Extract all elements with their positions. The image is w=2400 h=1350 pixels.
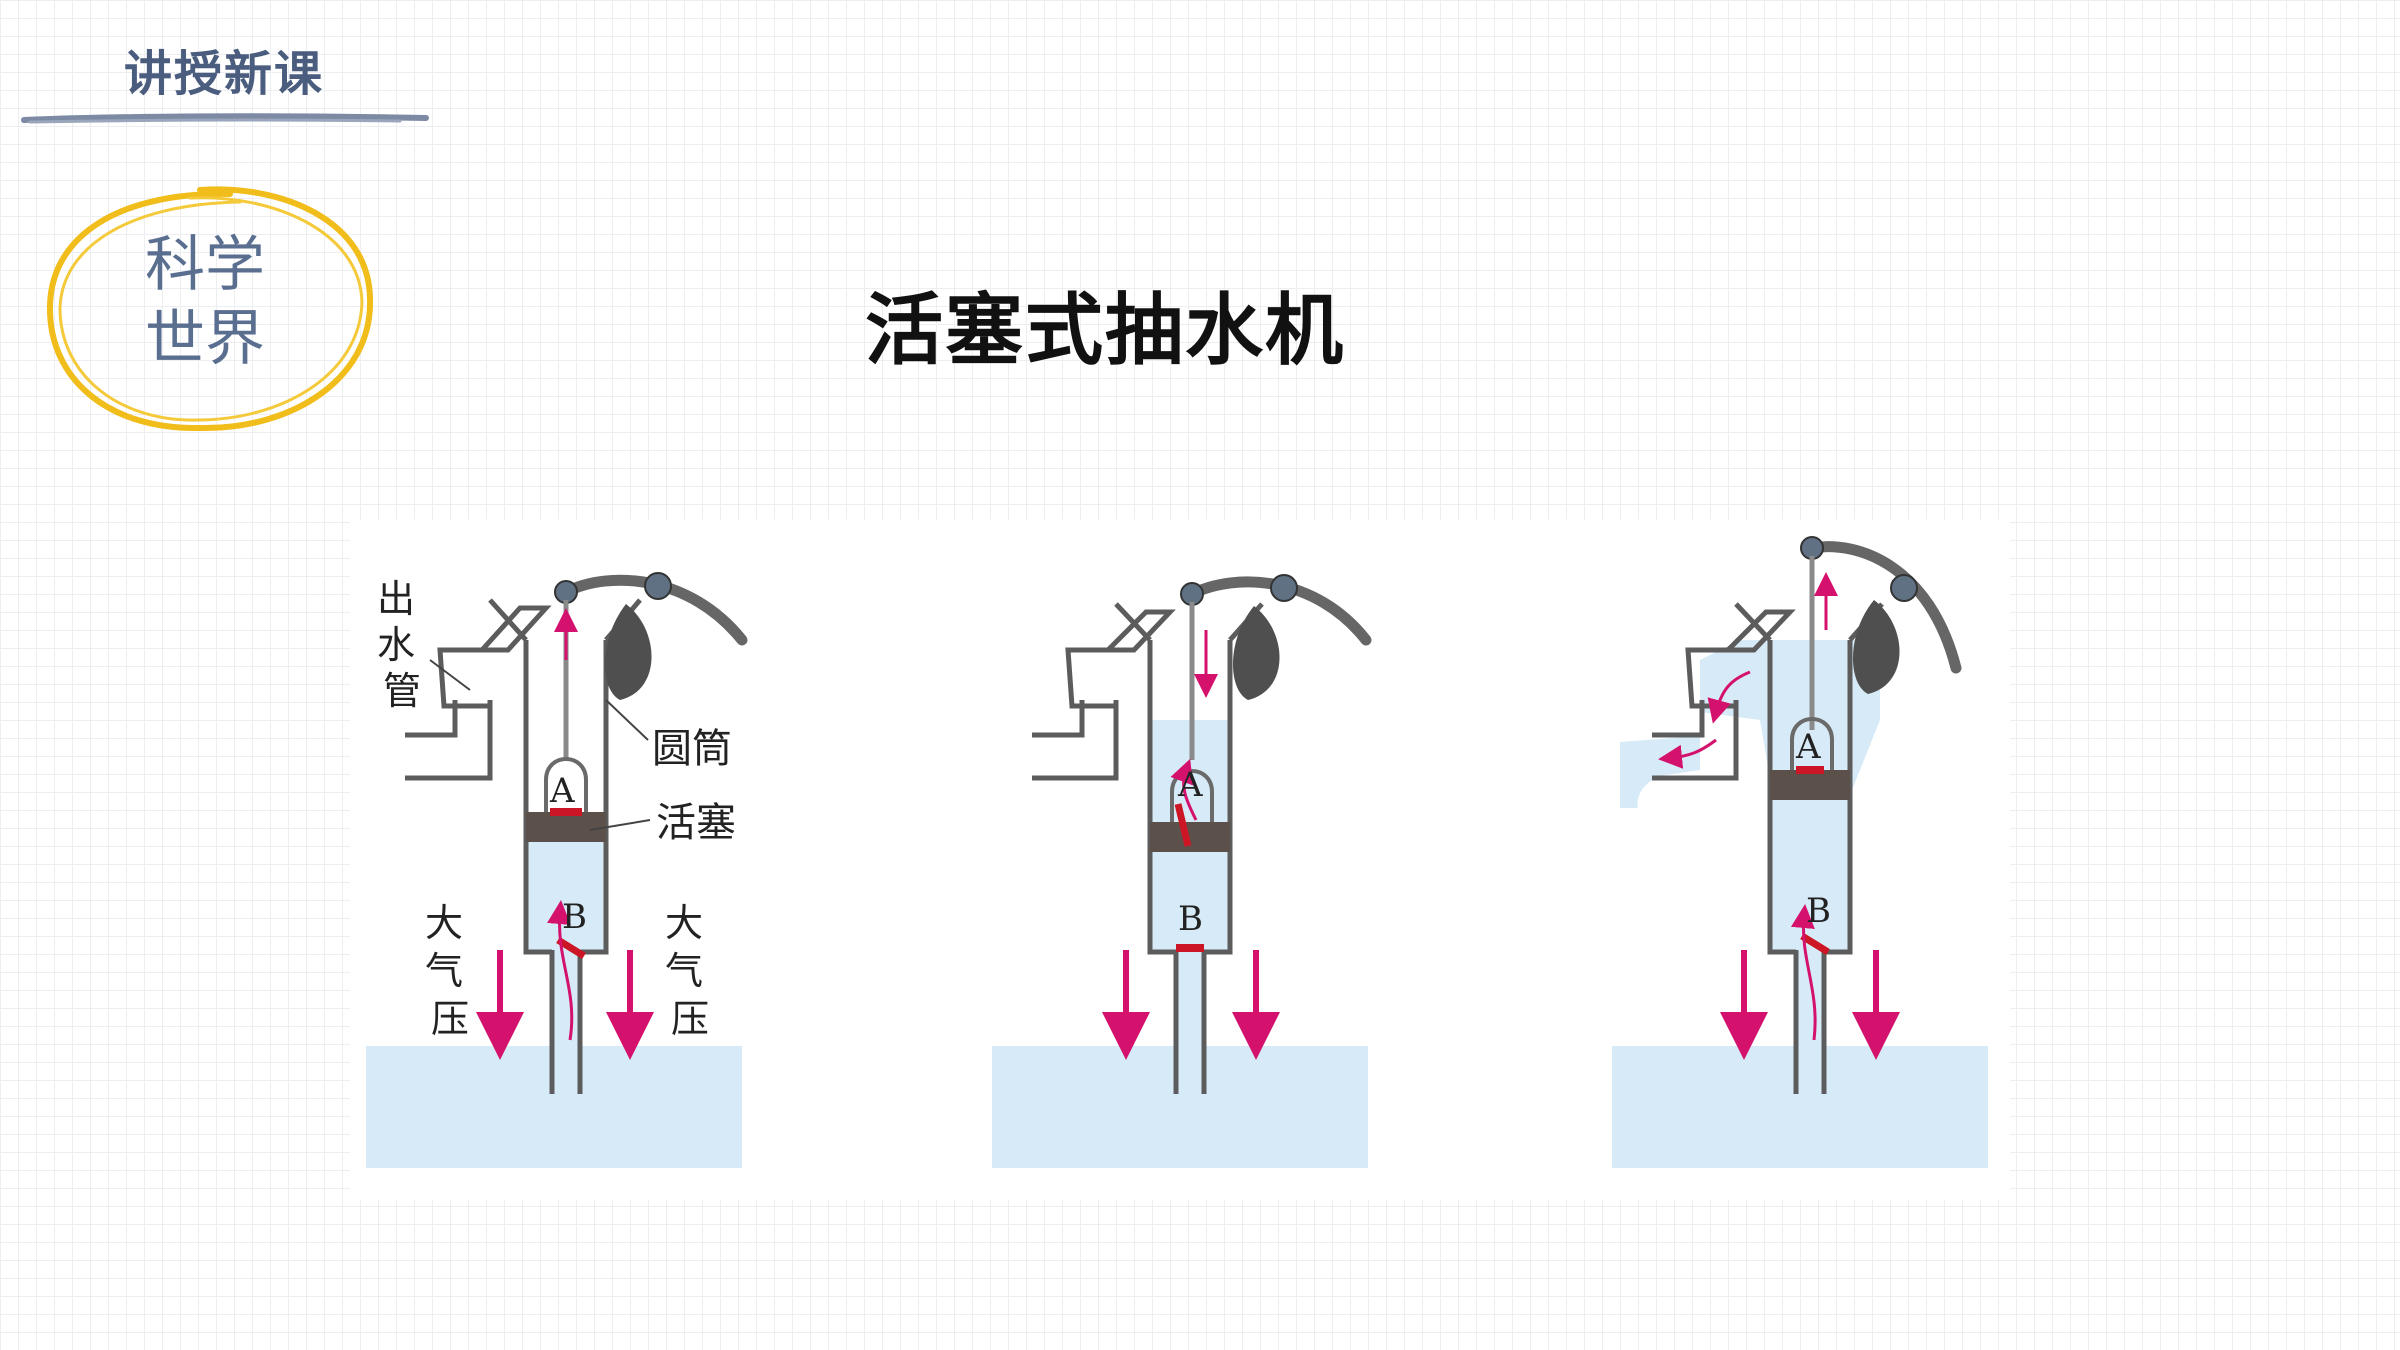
label-valve-b: B (562, 897, 587, 937)
section-title: 讲授新课 (124, 46, 325, 102)
piston (1770, 770, 1850, 800)
valve-a (1796, 766, 1824, 774)
label-pressure-left-3: 压 (431, 997, 469, 1041)
label-pressure-right-3: 压 (671, 997, 709, 1041)
label-valve-a: A (1795, 727, 1821, 767)
valve-b (1176, 944, 1204, 952)
svg-text:大 气 压: 大 气 压 (665, 901, 715, 1041)
svg-text:大 气 压: 大 气 压 (425, 901, 475, 1041)
valve-b (556, 937, 586, 959)
pump-panel-1: 出 水 管 圆筒 活塞 A B 大 气 压 大 气 压 (366, 572, 748, 1168)
valve-a (1174, 803, 1192, 847)
label-pressure-right-2: 气 (665, 949, 703, 993)
label-pressure-right-1: 大 (665, 901, 703, 945)
label-outlet-pipe-1: 出 (377, 577, 415, 621)
science-world-badge: 科学 世界 (40, 228, 370, 376)
label-pressure-left-2: 气 (425, 949, 463, 993)
label-outlet-pipe-3: 管 (383, 669, 421, 713)
svg-text:出 水 管: 出 水 管 (377, 577, 427, 713)
piston (1150, 822, 1230, 852)
pump-panel-3: A B (1612, 536, 1988, 1168)
science-world-badge-ring (46, 186, 374, 432)
pump-panel-2: A B (992, 574, 1372, 1168)
label-piston: 活塞 (656, 800, 736, 846)
label-outlet-pipe-2: 水 (377, 623, 415, 667)
label-valve-a: A (1177, 765, 1203, 805)
valve-a (550, 808, 582, 816)
slide-title: 活塞式抽水机 (864, 286, 1345, 376)
water-in-pipe (1176, 950, 1204, 1094)
label-valve-b: B (1178, 899, 1203, 939)
label-valve-b: B (1806, 891, 1831, 931)
valve-b (1800, 933, 1830, 955)
label-valve-a: A (549, 771, 575, 811)
badge-line-1: 科学 (145, 230, 265, 300)
piston (526, 812, 606, 842)
badge-line-2: 世界 (145, 304, 265, 374)
label-pressure-left-1: 大 (425, 901, 463, 945)
piston-pump-figure: 出 水 管 圆筒 活塞 A B 大 气 压 大 气 压 (350, 520, 2010, 1204)
title-underline (21, 113, 429, 124)
water-in-head (1700, 640, 1880, 790)
label-cylinder: 圆筒 (652, 726, 732, 772)
